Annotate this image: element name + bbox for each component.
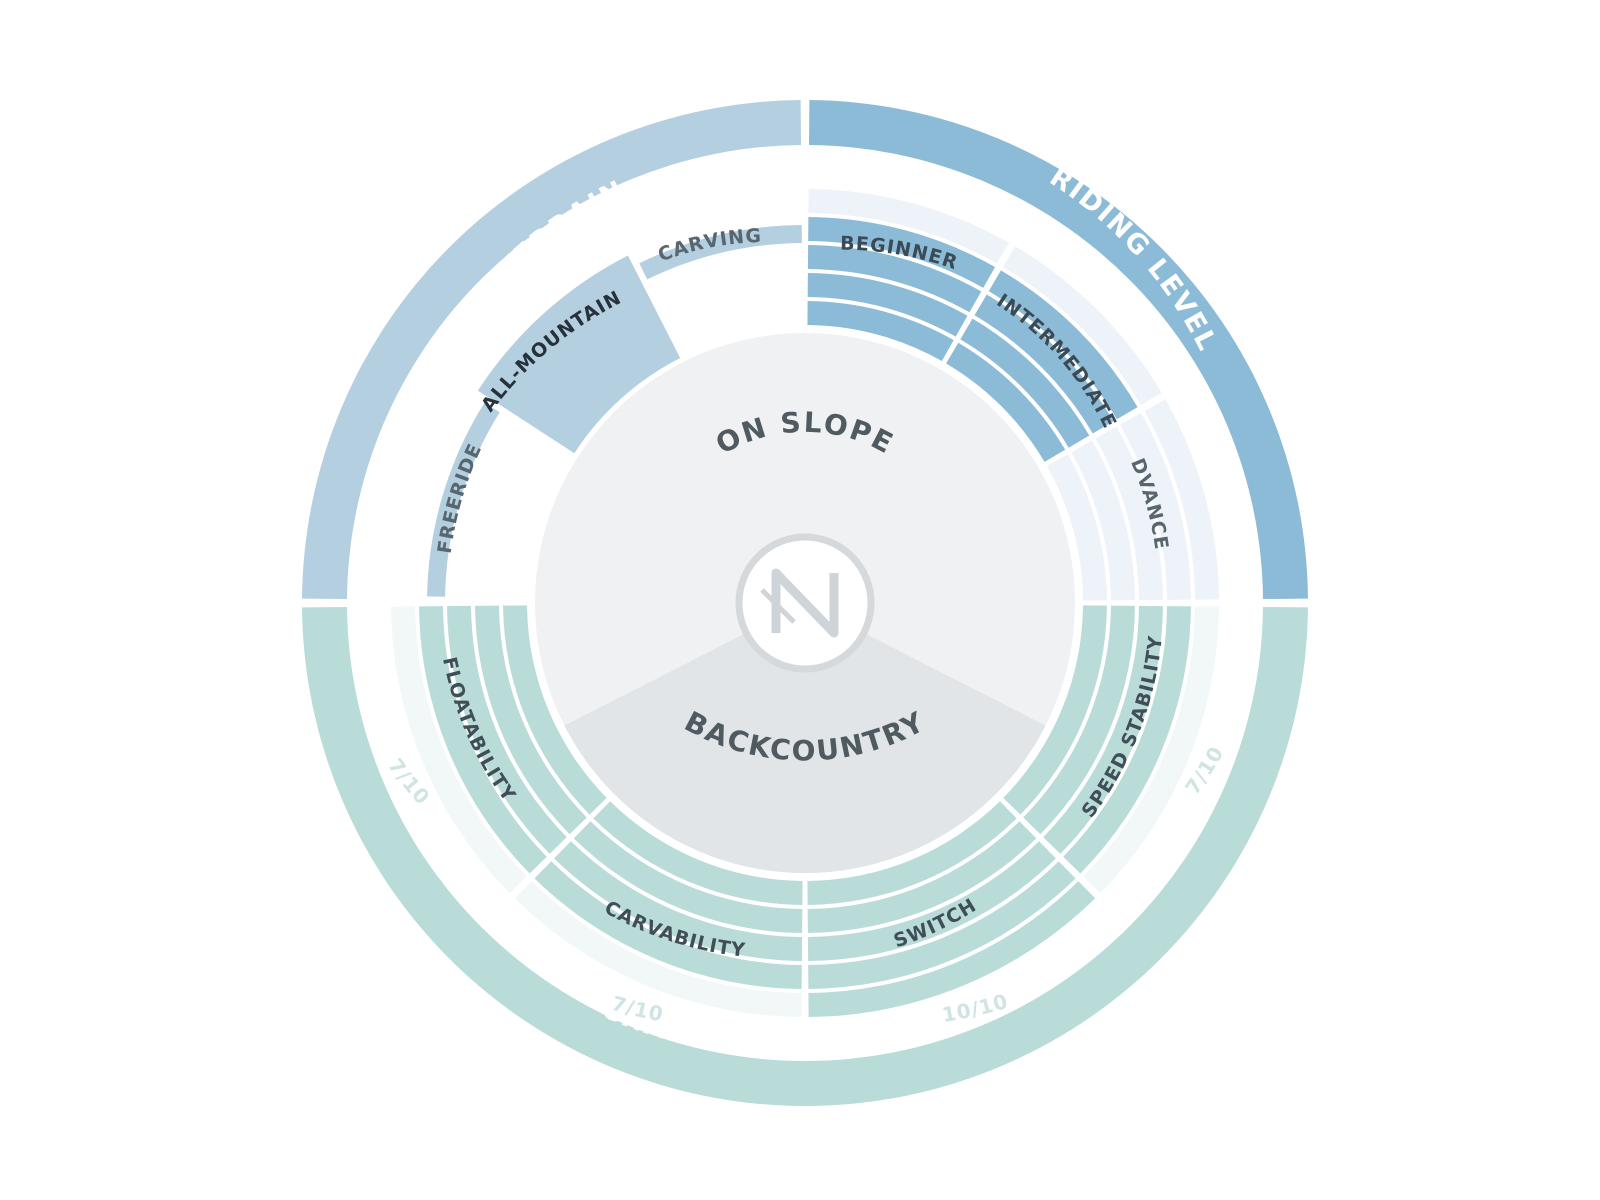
- characteristic-carvability-ring-1: [593, 801, 803, 905]
- characteristic-speed-stability-ring-4: [1063, 606, 1191, 874]
- terrain-carving-label: CARVING: [655, 225, 762, 266]
- riding-level-beginner-ring-1: [807, 301, 954, 362]
- characteristic-speed-stability-ring-3: [1043, 605, 1163, 854]
- riding-level-advanced-ring-4: [1120, 412, 1191, 600]
- backcountry-zone: [564, 603, 1046, 873]
- riding-level-beginner-ring-4: [808, 217, 996, 288]
- riding-level-advanced-ring-1: [1046, 454, 1107, 601]
- riding-level-intermediate-ring-3: [974, 294, 1114, 434]
- riding-level-intermediate-ring-5: [1002, 246, 1162, 406]
- characteristic-carvability-ring-4: [534, 861, 802, 989]
- characteristic-floatability-ring-5: [391, 606, 527, 894]
- riding-level-intermediate-ring-2: [960, 318, 1090, 448]
- riding-level-advanced-ring-3: [1095, 426, 1163, 601]
- characteristic-speed-stability-ring-5: [1083, 606, 1219, 894]
- characteristic-floatability-ring-4: [419, 606, 547, 874]
- diagram-segments: [302, 100, 1308, 1106]
- characteristic-speed-stability-ring-2: [1023, 605, 1135, 835]
- riding-level-beginner-ring-5: [808, 189, 1009, 264]
- characteristic-carvability-ring-3: [554, 841, 803, 961]
- riding-level-beginner-ring-3: [807, 245, 982, 313]
- characteristic-switch-ring-3: [807, 841, 1056, 961]
- characteristic-floatability-ring-2: [475, 605, 587, 835]
- riding-level-beginner-ring-2: [807, 273, 968, 337]
- terrain-segment-carving: [639, 225, 802, 280]
- riding-level-intermediate-ring-1: [946, 342, 1066, 462]
- characteristic-switch-ring-4: [808, 861, 1076, 989]
- characteristic-carvability-ring-5: [514, 881, 802, 1017]
- riding-level-advanced-ring-5: [1144, 399, 1219, 600]
- terrain-freeride-label: FREERIDE: [434, 440, 487, 555]
- riding-level-outer-rim: [808, 100, 1308, 600]
- characteristic-floatability-ring-3: [447, 605, 567, 854]
- riding-level-advanced-ring-2: [1071, 440, 1135, 601]
- characteristic-switch-ring-2: [807, 821, 1037, 933]
- characteristic-switch-ring-5: [808, 881, 1096, 1017]
- characteristic-switch-ring-1: [807, 801, 1017, 905]
- characteristic-carvability-ring-2: [573, 821, 803, 933]
- riding-level-intermediate-ring-4: [988, 270, 1138, 420]
- brand-logo-icon: [735, 533, 875, 673]
- terrain-segment-freeride: [427, 402, 500, 597]
- characteristic-speed-stability-ring-1: [1003, 605, 1107, 815]
- terrain-outer-rim: [302, 100, 802, 600]
- terrain-segment-all-mountain: [477, 255, 681, 454]
- characteristic-floatability-ring-1: [503, 605, 607, 815]
